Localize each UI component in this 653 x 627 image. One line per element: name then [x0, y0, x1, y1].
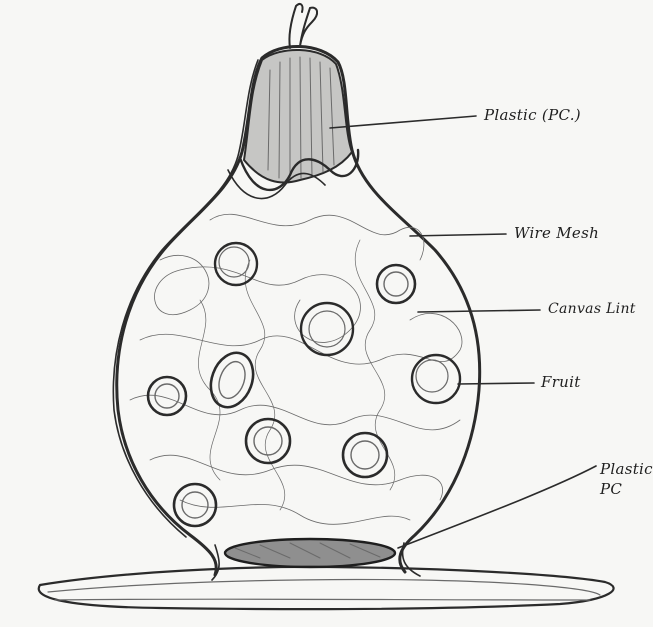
leader-wire-mesh	[410, 234, 506, 236]
leader-plastic-bottom	[398, 466, 596, 548]
fruit-item	[343, 433, 387, 477]
leader-fruit	[458, 383, 534, 384]
base-platform	[39, 567, 614, 609]
plastic-top-cap	[228, 50, 358, 199]
leader-canvas	[418, 310, 540, 312]
label-canvas-lint: Canvas Lint	[548, 301, 636, 317]
wire-mesh-texture	[130, 214, 462, 524]
plastic-bottom-disc	[212, 539, 420, 580]
fruit-circles	[148, 243, 460, 526]
fruit-item	[412, 355, 460, 403]
fruit-item	[204, 347, 261, 413]
fruit-item	[377, 265, 415, 303]
label-fruit: Fruit	[541, 373, 581, 391]
label-wire-mesh: Wire Mesh	[514, 224, 599, 242]
fruit-item	[148, 377, 186, 415]
label-plastic-pc-bottom: Plastic PC	[600, 459, 650, 499]
fruit-item	[301, 303, 353, 355]
pear-stem	[289, 4, 317, 48]
leader-plastic-top	[330, 116, 476, 128]
annotation-leaders	[330, 116, 596, 548]
fruit-item	[215, 243, 257, 285]
label-plastic-pc: Plastic (PC.)	[484, 106, 581, 124]
